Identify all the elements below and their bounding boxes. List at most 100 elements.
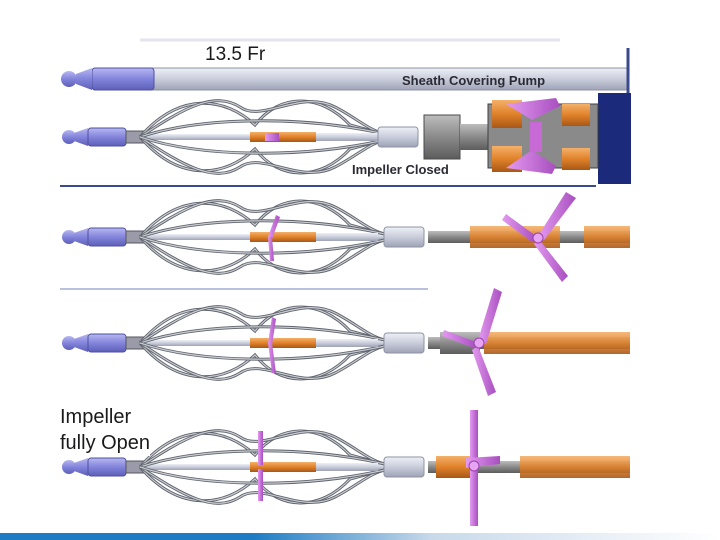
cage-wire bbox=[139, 341, 386, 381]
cage-wire bbox=[139, 99, 386, 139]
impeller-blade bbox=[258, 469, 263, 501]
housing-cylinder bbox=[383, 456, 425, 478]
cage-wire bbox=[138, 305, 386, 344]
impeller-hub bbox=[250, 338, 316, 348]
cage-wire-highlight bbox=[139, 236, 386, 274]
stage-sheath-covering-pump: Sheath Covering Pump bbox=[61, 38, 630, 95]
tip-body bbox=[87, 457, 127, 477]
impeller-center bbox=[473, 337, 485, 349]
sheath-tip-segment bbox=[91, 67, 155, 91]
impeller-core bbox=[530, 122, 542, 152]
impeller-fully-open-line1: Impeller bbox=[60, 406, 132, 428]
cage-wire-highlight bbox=[139, 466, 386, 504]
tip-ball bbox=[62, 460, 76, 474]
housing-cylinder bbox=[377, 126, 419, 148]
cage-wire bbox=[138, 236, 386, 275]
sheath-size-label: 13.5 Fr bbox=[203, 44, 268, 66]
cage-wire-highlight bbox=[139, 120, 386, 138]
cage-wire-highlight bbox=[139, 220, 386, 238]
cage-wire bbox=[138, 199, 386, 238]
impeller-hub bbox=[250, 132, 316, 142]
stage-impeller-closed bbox=[62, 98, 599, 175]
tip-body bbox=[87, 333, 127, 353]
impeller-blade bbox=[472, 346, 496, 396]
folded-impeller-blade bbox=[506, 98, 560, 120]
tip-ball bbox=[62, 336, 76, 350]
hub-assembly bbox=[584, 226, 630, 248]
cage-wire bbox=[138, 342, 386, 381]
impeller-center bbox=[532, 232, 544, 244]
cage-wire bbox=[138, 136, 386, 175]
impeller-fully-open-label: Impeller fully Open bbox=[60, 404, 151, 456]
impeller-blade bbox=[268, 215, 280, 239]
cage-wire-highlight bbox=[139, 236, 386, 274]
stage-impeller-fully-open bbox=[62, 410, 630, 526]
impeller-blade bbox=[442, 330, 476, 348]
cage-wire-highlight bbox=[139, 342, 386, 380]
housing-cylinder bbox=[383, 332, 425, 354]
housing-cylinder bbox=[383, 226, 425, 248]
housing-orange-block bbox=[562, 148, 590, 170]
cage-wire-highlight bbox=[139, 450, 386, 468]
cage-wire bbox=[138, 99, 386, 138]
impeller-blade bbox=[265, 133, 279, 141]
navy-housing-block bbox=[598, 93, 631, 184]
tip-body bbox=[87, 127, 127, 147]
folded-impeller-blade bbox=[506, 150, 556, 174]
impeller-blade bbox=[268, 317, 276, 345]
cage-wire-highlight bbox=[139, 342, 386, 380]
impeller-blade bbox=[268, 343, 276, 373]
cage-wire-highlight bbox=[139, 306, 386, 344]
cage-wire-highlight bbox=[139, 326, 386, 344]
impeller-blade bbox=[502, 214, 536, 242]
impeller-hub bbox=[250, 462, 316, 472]
tip-cone bbox=[76, 68, 92, 90]
cage-wire-highlight bbox=[139, 430, 386, 468]
tip-cone bbox=[74, 334, 88, 352]
tip-ball bbox=[61, 71, 77, 87]
cage-wire bbox=[139, 199, 386, 239]
cage-wire-highlight bbox=[139, 136, 386, 174]
impeller-closed-label: Impeller Closed bbox=[352, 162, 449, 177]
hub-shaft bbox=[316, 339, 378, 347]
sheath-tube bbox=[149, 67, 629, 91]
cage-wire-highlight bbox=[139, 306, 386, 344]
tip-cone bbox=[74, 458, 88, 476]
cage-wire-highlight bbox=[139, 342, 386, 360]
cage-wire-highlight bbox=[139, 136, 386, 174]
stage-impeller-partially-open bbox=[62, 192, 630, 282]
cage-wire-highlight bbox=[139, 200, 386, 238]
impeller-blade bbox=[538, 192, 576, 240]
tip-ball bbox=[62, 230, 76, 244]
impeller-blade bbox=[534, 238, 568, 282]
impeller-blade bbox=[478, 288, 502, 344]
housing-orange-block bbox=[562, 104, 590, 126]
cage-wire bbox=[139, 235, 386, 275]
hub-assembly bbox=[436, 456, 472, 478]
impeller-blade bbox=[258, 431, 263, 465]
hub-shaft bbox=[316, 463, 378, 471]
impeller-hub bbox=[250, 232, 316, 242]
cage-wire-highlight bbox=[139, 100, 386, 138]
impeller-center bbox=[468, 460, 480, 472]
cage-wire-highlight bbox=[139, 136, 386, 154]
cage-wire-highlight bbox=[139, 100, 386, 138]
tip-ball bbox=[62, 130, 76, 144]
stage-impeller-mostly-open bbox=[62, 288, 630, 396]
impeller-blade bbox=[268, 237, 274, 261]
tip-body bbox=[87, 227, 127, 247]
hub-shaft bbox=[316, 233, 378, 241]
motor-coupler bbox=[423, 114, 461, 160]
impeller-blade bbox=[470, 410, 478, 466]
sheath-caption: Sheath Covering Pump bbox=[402, 73, 545, 88]
bottom-accent-bar bbox=[0, 533, 720, 540]
cage-wire-highlight bbox=[139, 466, 386, 484]
impeller-blade bbox=[470, 468, 478, 526]
impeller-fully-open-line2: fully Open bbox=[60, 432, 151, 454]
cage-wire bbox=[139, 135, 386, 175]
cage-wire-highlight bbox=[139, 236, 386, 254]
tip-cone bbox=[74, 128, 88, 146]
hub-shaft bbox=[316, 133, 378, 141]
hub-assembly bbox=[520, 456, 630, 478]
